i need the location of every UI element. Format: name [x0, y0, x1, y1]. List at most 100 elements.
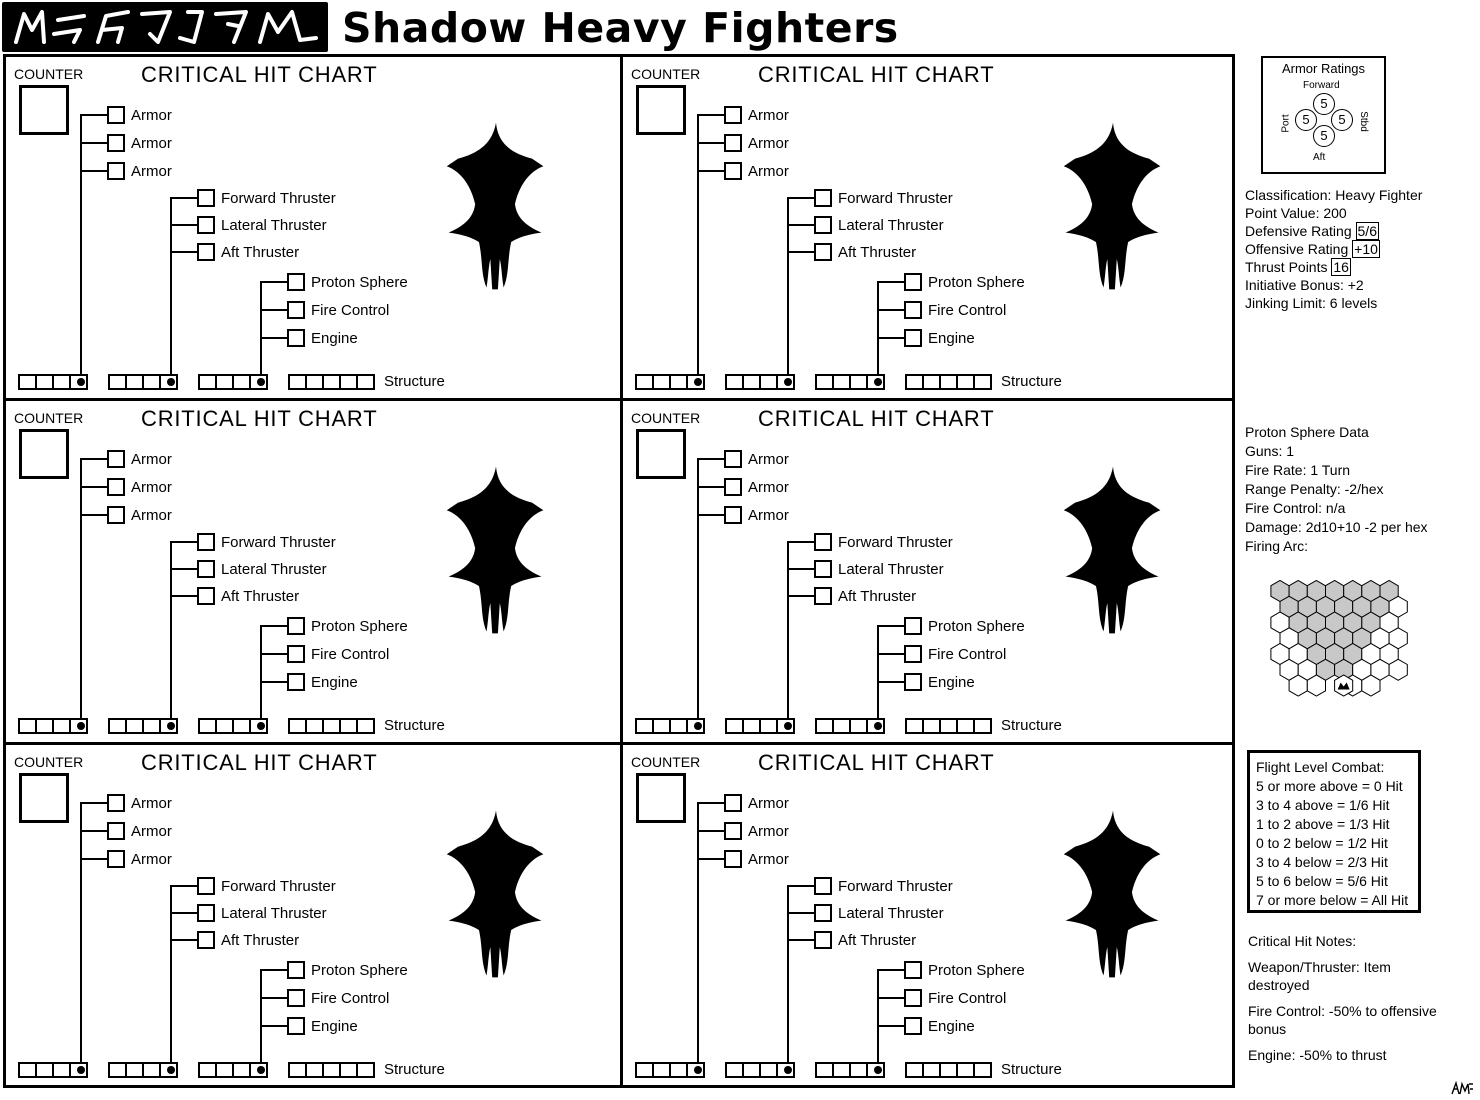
- critical-checkbox[interactable]: [904, 989, 922, 1007]
- critical-checkbox[interactable]: [814, 877, 832, 895]
- critical-item[interactable]: Engine: [904, 673, 975, 691]
- critical-checkbox[interactable]: [197, 931, 215, 949]
- critical-item[interactable]: Proton Sphere: [287, 273, 408, 291]
- critical-checkbox[interactable]: [107, 162, 125, 180]
- critical-checkbox[interactable]: [724, 134, 742, 152]
- critical-item[interactable]: Armor: [724, 478, 789, 496]
- critical-checkbox[interactable]: [904, 645, 922, 663]
- critical-item[interactable]: Proton Sphere: [904, 273, 1025, 291]
- critical-item[interactable]: Aft Thruster: [814, 243, 916, 261]
- critical-item[interactable]: Engine: [287, 673, 358, 691]
- critical-item[interactable]: Aft Thruster: [197, 931, 299, 949]
- critical-item[interactable]: Armor: [107, 850, 172, 868]
- critical-item[interactable]: Armor: [724, 106, 789, 124]
- critical-checkbox[interactable]: [724, 450, 742, 468]
- critical-checkbox[interactable]: [814, 560, 832, 578]
- critical-item[interactable]: Engine: [904, 1017, 975, 1035]
- critical-item[interactable]: Fire Control: [287, 645, 389, 663]
- critical-item[interactable]: Aft Thruster: [814, 931, 916, 949]
- track-cell[interactable]: [973, 374, 992, 390]
- critical-checkbox[interactable]: [724, 822, 742, 840]
- critical-checkbox[interactable]: [724, 506, 742, 524]
- critical-checkbox[interactable]: [287, 673, 305, 691]
- critical-checkbox[interactable]: [107, 822, 125, 840]
- critical-item[interactable]: Armor: [107, 162, 172, 180]
- critical-item[interactable]: Forward Thruster: [197, 533, 336, 551]
- critical-checkbox[interactable]: [904, 617, 922, 635]
- critical-checkbox[interactable]: [904, 329, 922, 347]
- critical-checkbox[interactable]: [197, 877, 215, 895]
- critical-item[interactable]: Lateral Thruster: [197, 904, 327, 922]
- critical-checkbox[interactable]: [287, 989, 305, 1007]
- critical-item[interactable]: Aft Thruster: [197, 587, 299, 605]
- track-cell[interactable]: [356, 1062, 375, 1078]
- critical-checkbox[interactable]: [814, 243, 832, 261]
- critical-item[interactable]: Forward Thruster: [814, 877, 953, 895]
- critical-checkbox[interactable]: [724, 162, 742, 180]
- armor-port-value[interactable]: 5: [1295, 109, 1317, 131]
- critical-item[interactable]: Engine: [287, 1017, 358, 1035]
- critical-checkbox[interactable]: [904, 961, 922, 979]
- critical-item[interactable]: Armor: [724, 794, 789, 812]
- critical-checkbox[interactable]: [904, 273, 922, 291]
- counter-box[interactable]: [636, 773, 686, 823]
- critical-item[interactable]: Proton Sphere: [287, 961, 408, 979]
- critical-item[interactable]: Lateral Thruster: [814, 216, 944, 234]
- counter-box[interactable]: [19, 773, 69, 823]
- critical-item[interactable]: Forward Thruster: [197, 877, 336, 895]
- track-cell[interactable]: [973, 1062, 992, 1078]
- critical-item[interactable]: Armor: [107, 478, 172, 496]
- critical-item[interactable]: Aft Thruster: [197, 243, 299, 261]
- critical-item[interactable]: Fire Control: [904, 301, 1006, 319]
- critical-checkbox[interactable]: [814, 189, 832, 207]
- critical-item[interactable]: Proton Sphere: [904, 617, 1025, 635]
- critical-item[interactable]: Lateral Thruster: [197, 560, 327, 578]
- critical-item[interactable]: Armor: [107, 822, 172, 840]
- critical-checkbox[interactable]: [287, 273, 305, 291]
- counter-box[interactable]: [636, 429, 686, 479]
- critical-checkbox[interactable]: [287, 961, 305, 979]
- critical-checkbox[interactable]: [107, 850, 125, 868]
- critical-item[interactable]: Fire Control: [287, 301, 389, 319]
- critical-checkbox[interactable]: [107, 478, 125, 496]
- critical-checkbox[interactable]: [197, 216, 215, 234]
- counter-box[interactable]: [636, 85, 686, 135]
- critical-checkbox[interactable]: [197, 189, 215, 207]
- critical-checkbox[interactable]: [814, 587, 832, 605]
- critical-checkbox[interactable]: [814, 216, 832, 234]
- armor-starboard-value[interactable]: 5: [1331, 109, 1353, 131]
- critical-item[interactable]: Armor: [107, 794, 172, 812]
- critical-item[interactable]: Armor: [724, 506, 789, 524]
- track-cell[interactable]: [973, 718, 992, 734]
- track-cell[interactable]: [356, 374, 375, 390]
- critical-checkbox[interactable]: [904, 1017, 922, 1035]
- critical-item[interactable]: Proton Sphere: [287, 617, 408, 635]
- critical-checkbox[interactable]: [724, 794, 742, 812]
- critical-item[interactable]: Armor: [724, 822, 789, 840]
- critical-item[interactable]: Fire Control: [287, 989, 389, 1007]
- critical-checkbox[interactable]: [724, 478, 742, 496]
- critical-item[interactable]: Proton Sphere: [904, 961, 1025, 979]
- critical-checkbox[interactable]: [724, 850, 742, 868]
- critical-item[interactable]: Armor: [724, 162, 789, 180]
- critical-item[interactable]: Fire Control: [904, 645, 1006, 663]
- critical-item[interactable]: Forward Thruster: [197, 189, 336, 207]
- armor-aft-value[interactable]: 5: [1313, 125, 1335, 147]
- critical-checkbox[interactable]: [107, 506, 125, 524]
- critical-item[interactable]: Lateral Thruster: [814, 904, 944, 922]
- counter-box[interactable]: [19, 85, 69, 135]
- critical-checkbox[interactable]: [814, 533, 832, 551]
- critical-checkbox[interactable]: [197, 243, 215, 261]
- critical-checkbox[interactable]: [287, 329, 305, 347]
- critical-checkbox[interactable]: [724, 106, 742, 124]
- critical-checkbox[interactable]: [107, 106, 125, 124]
- critical-item[interactable]: Fire Control: [904, 989, 1006, 1007]
- critical-item[interactable]: Armor: [724, 850, 789, 868]
- critical-item[interactable]: Engine: [287, 329, 358, 347]
- critical-item[interactable]: Armor: [724, 134, 789, 152]
- counter-box[interactable]: [19, 429, 69, 479]
- critical-checkbox[interactable]: [287, 1017, 305, 1035]
- critical-item[interactable]: Forward Thruster: [814, 189, 953, 207]
- critical-checkbox[interactable]: [197, 587, 215, 605]
- critical-item[interactable]: Armor: [724, 450, 789, 468]
